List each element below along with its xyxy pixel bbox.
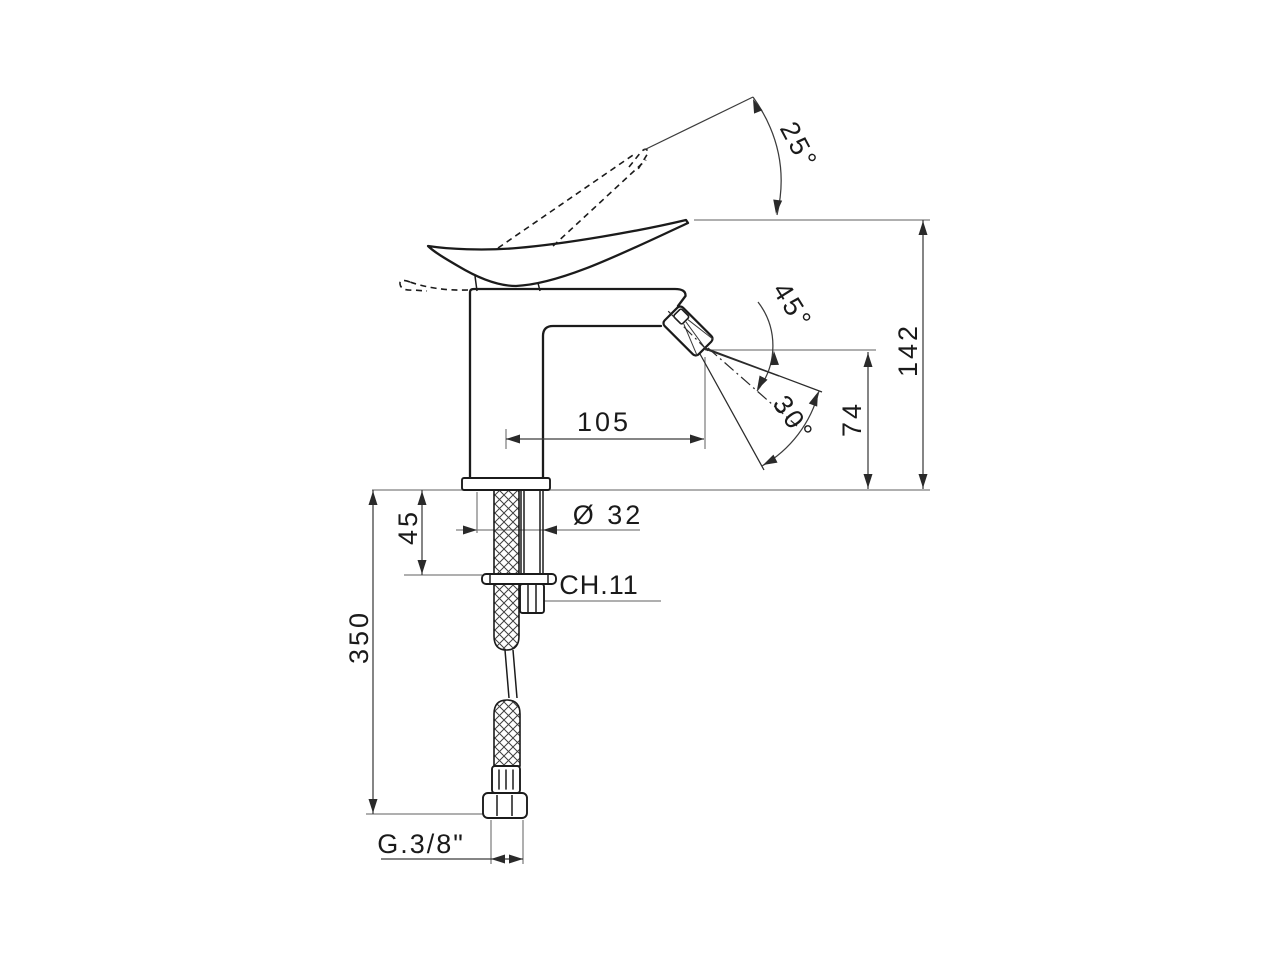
label-body-diameter: Ø 32: [573, 500, 644, 530]
nozzle-axis-line: [667, 310, 709, 352]
body-outer-contour: [468, 287, 687, 480]
dimension-lines: [372, 96, 924, 860]
handle-raised-position: [399, 148, 649, 292]
label-overall-height: 142: [893, 323, 923, 377]
spray-lower-edge: [699, 353, 765, 471]
mounting-washer: [481, 573, 557, 585]
label-handle-angle: 25°: [774, 117, 824, 175]
spout-underside-contour: [541, 324, 663, 480]
hose-inner-tube: [504, 649, 518, 699]
aerator-nozzle: [662, 305, 714, 357]
raised-handle-rear-tip: [399, 279, 428, 292]
faucet-body: [461, 287, 687, 491]
label-supply-thread: G.3/8": [377, 829, 465, 859]
label-deck-thickness: 45: [393, 509, 423, 545]
spray-inner-line: [704, 348, 780, 377]
hose-ferrule-ribs: [498, 769, 514, 790]
mounting-washer-ends: [489, 574, 549, 584]
raised-handle-rear-edge: [409, 281, 469, 291]
hose-connector-nut-facets: [496, 795, 513, 816]
handle-lever: [426, 218, 690, 292]
braided-hose-upper: [493, 489, 520, 651]
dimension-labels: 25° 45° 30° 105 74 142 45 350 Ø 32 CH.11…: [344, 117, 923, 859]
hose-connector-nut: [482, 792, 528, 819]
thread-extension-lines: [490, 820, 524, 864]
handle-blade: [426, 218, 690, 288]
supply-hose-assembly: [481, 489, 557, 819]
label-spray-angle: 45°: [767, 277, 819, 335]
braided-hose-lower: [493, 699, 521, 767]
mounting-nut-ch11: [519, 583, 545, 614]
reference-lines: [366, 219, 930, 864]
handle-angle-leg: [643, 96, 754, 151]
raised-handle-tip: [628, 148, 649, 172]
base-flange: [461, 477, 551, 491]
raised-handle-edge-2: [552, 159, 647, 247]
dimension-arrows: [368, 97, 928, 864]
label-cone-angle: 30°: [767, 390, 820, 448]
spray-axis-line: [707, 347, 798, 427]
label-outlet-height: 74: [837, 401, 867, 437]
handle-stem: [474, 275, 541, 292]
label-spout-projection: 105: [577, 407, 631, 437]
mounting-nut-facets: [527, 584, 537, 613]
spray-cone: [699, 347, 823, 471]
label-hose-length: 350: [344, 610, 374, 664]
cartridge-detail: [673, 308, 690, 325]
raised-handle-edge-1: [497, 152, 637, 249]
label-nut-size: CH.11: [559, 570, 639, 600]
threaded-stud: [520, 490, 544, 574]
arc-25deg: [752, 96, 782, 216]
